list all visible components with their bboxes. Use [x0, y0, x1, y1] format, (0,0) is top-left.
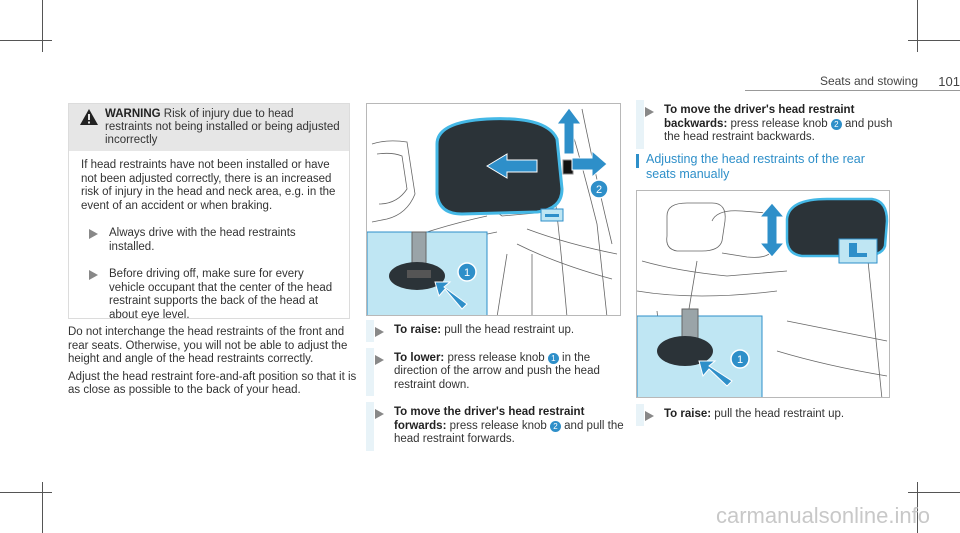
- warning-header: WARNING Risk of injury due to head restr…: [69, 104, 349, 151]
- body-text: Do not interchange the head restraints o…: [68, 326, 358, 398]
- warning-box: WARNING Risk of injury due to head restr…: [68, 103, 350, 322]
- header-divider: [745, 90, 960, 91]
- front-head-restraint-illustration: 2 1: [367, 107, 618, 315]
- front-steps: To raise: pull the head restraint up. To…: [366, 320, 631, 461]
- rear-head-restraint-illustration: 1: [637, 197, 889, 397]
- knob-badge: 1: [547, 352, 559, 364]
- bullet-arrow-icon: [89, 229, 98, 239]
- step-arrow-icon: [645, 107, 654, 117]
- watermark: carmanualsonline.info: [715, 503, 930, 528]
- knob-number-1: 1: [737, 354, 743, 366]
- rear-steps: To raise: pull the head restraint up.: [636, 404, 896, 436]
- knob-number-2: 2: [596, 184, 602, 196]
- crop-mark: [0, 40, 52, 41]
- step-backwards: To move the driver's head restraint back…: [636, 100, 896, 149]
- knob-badge: 2: [830, 118, 842, 130]
- crop-mark: [917, 482, 918, 533]
- warning-bullet: Always drive with the head restraints in…: [81, 227, 337, 254]
- section-title: Seats and stowing: [819, 74, 918, 88]
- warning-icon: [80, 109, 98, 125]
- paragraph: Do not interchange the head restraints o…: [68, 326, 348, 365]
- warning-label: WARNING: [105, 108, 161, 120]
- warning-bullet: Before driving off, make sure for every …: [81, 268, 337, 322]
- crop-mark: [42, 0, 43, 52]
- crop-mark: [908, 492, 960, 493]
- front-head-restraint-figure: 2 1: [366, 103, 621, 316]
- crop-mark: [42, 482, 43, 533]
- section-heading: Adjusting the head restraints of the rea…: [636, 152, 896, 182]
- knob-number-1: 1: [464, 267, 470, 279]
- crop-mark: [908, 40, 960, 41]
- page-number: 101: [938, 74, 960, 89]
- crop-mark: [917, 0, 918, 52]
- step-arrow-icon: [375, 327, 384, 337]
- step-arrow-icon: [375, 409, 384, 419]
- step-rear-raise: To raise: pull the head restraint up.: [636, 404, 896, 426]
- warning-title: Risk of injury due to head restraints no…: [105, 108, 340, 146]
- rear-head-restraint-figure: 1: [636, 190, 890, 398]
- bullet-arrow-icon: [89, 270, 98, 280]
- back-step: To move the driver's head restraint back…: [636, 100, 896, 159]
- knob-badge: 2: [549, 420, 561, 432]
- step-arrow-icon: [375, 354, 384, 365]
- warning-text: If head restraints have not been install…: [81, 159, 336, 212]
- crop-mark: [0, 492, 52, 493]
- step-forwards: To move the driver's head restraint forw…: [366, 402, 631, 451]
- step-arrow-icon: [645, 411, 654, 421]
- paragraph: Adjust the head restraint fore-and-aft p…: [68, 370, 357, 397]
- step-raise: To raise: pull the head restraint up.: [366, 320, 631, 342]
- step-lower: To lower: press release knob 1 in the di…: [366, 347, 631, 396]
